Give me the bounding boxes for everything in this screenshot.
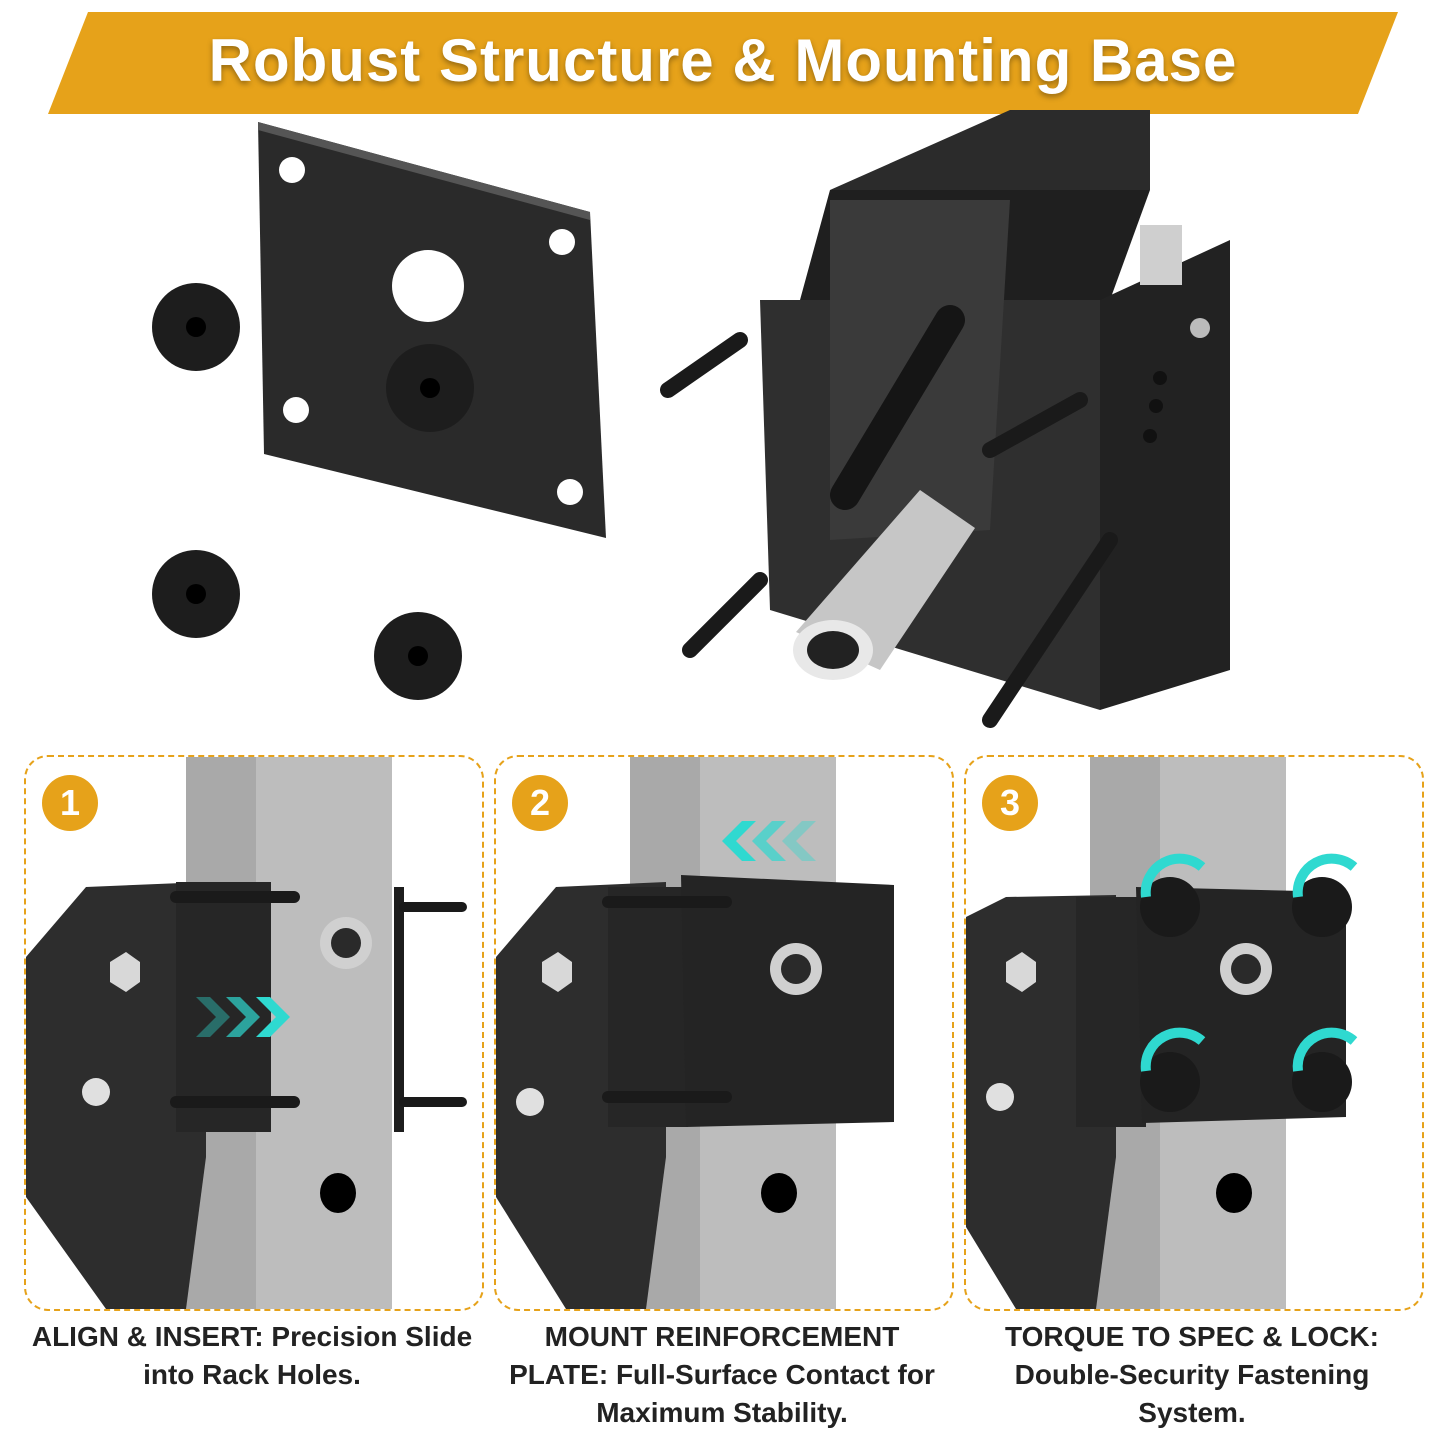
step-3-text: Double-Security Fastening System. (1014, 1359, 1370, 1428)
black-pin (830, 305, 965, 510)
star-knob-2 (386, 344, 474, 432)
step-3-panel: 3 (964, 755, 1424, 1311)
step-1-title: ALIGN & INSERT: (31, 1321, 264, 1352)
step-2-illustration (496, 757, 894, 1309)
step-1-caption: ALIGN & INSERT: Precision Slide into Rac… (24, 1318, 480, 1394)
threaded-studs (660, 332, 1118, 728)
step-2-caption: MOUNT REINFORCEMENT PLATE: Full-Surface … (494, 1318, 950, 1432)
banner-title: Robust Structure & Mounting Base (208, 26, 1238, 94)
star-knob-1 (152, 283, 240, 371)
step-3-title: TORQUE TO SPEC & LOCK: (1005, 1321, 1379, 1352)
title-banner (48, 12, 1398, 114)
step-1-panel: 1 (24, 755, 484, 1311)
step-3-caption: TORQUE TO SPEC & LOCK: Double-Security F… (964, 1318, 1420, 1432)
step-1-illustration (26, 757, 467, 1309)
step-1-badge: 1 (42, 775, 98, 831)
star-knob-3 (152, 550, 240, 638)
knob-top-right-icon (1292, 877, 1352, 937)
step-1-text: Precision Slide into Rack Holes. (143, 1321, 473, 1390)
silver-sleeve (793, 490, 975, 680)
star-knob-4 (374, 612, 462, 700)
insert-arrows-icon (196, 997, 290, 1037)
knob-top-left-icon (1140, 877, 1200, 937)
knob-bottom-right-icon (1292, 1052, 1352, 1112)
rotate-arrows-icon (1140, 853, 1358, 1072)
step-2-text: Full-Surface Contact for Maximum Stabili… (596, 1359, 935, 1428)
knob-bottom-left-icon (1140, 1052, 1200, 1112)
product-illustration (152, 110, 1230, 728)
step-3-illustration (966, 757, 1358, 1309)
step-2-panel: 2 (494, 755, 954, 1311)
mounting-plate (258, 122, 606, 538)
step-2-title: MOUNT REINFORCEMENT PLATE: (509, 1321, 900, 1390)
step-3-badge: 3 (982, 775, 1038, 831)
step-2-badge: 2 (512, 775, 568, 831)
push-arrows-icon (722, 821, 816, 861)
